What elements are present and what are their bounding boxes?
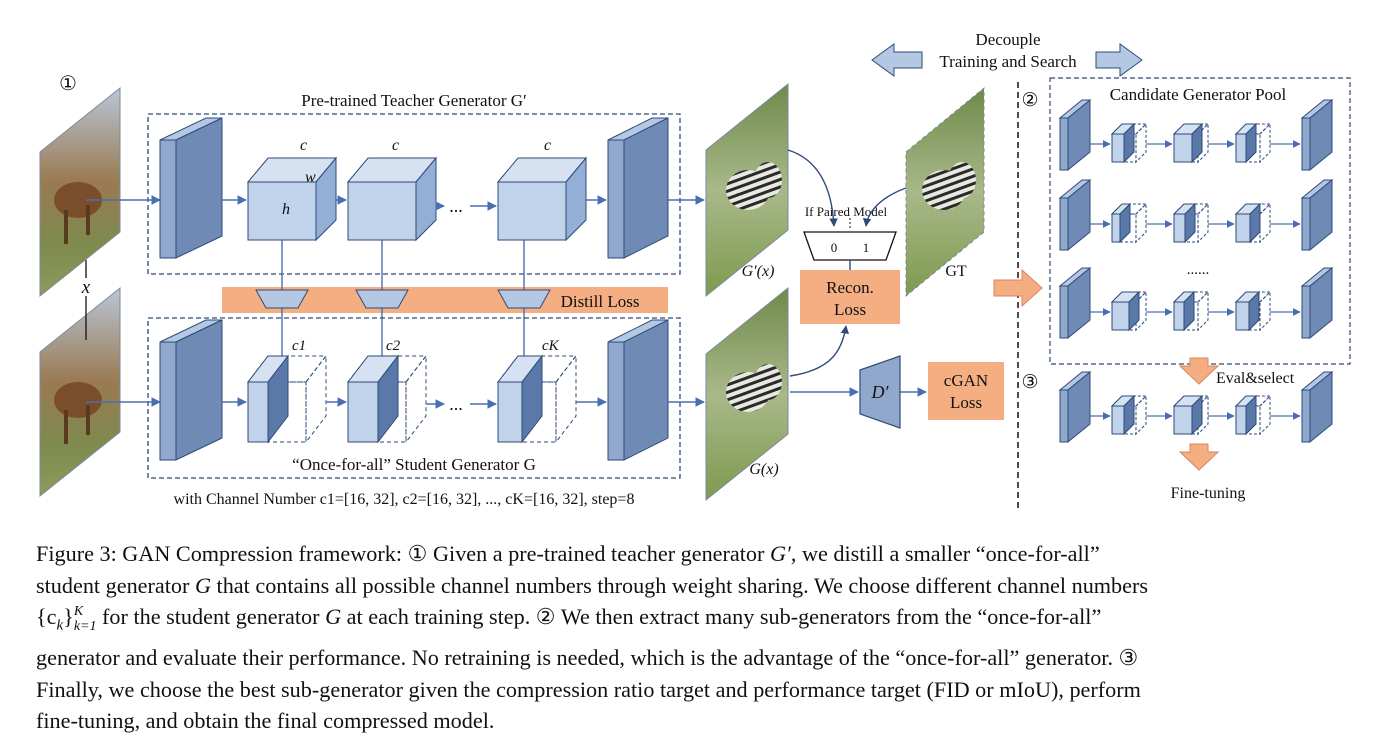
student-feature-cube-2 <box>346 354 428 444</box>
decouple-left-arrow <box>871 43 923 77</box>
student-title: “Once-for-all” Student Generator G <box>292 455 536 474</box>
framework-diagram: ① x Pre-trained Teacher Generator G′ c w… <box>39 30 1351 510</box>
caption-line3-h: at each training step. ② We then extract… <box>341 604 1102 630</box>
label-ck: cK <box>542 338 560 354</box>
to-pool-arrow <box>993 268 1043 308</box>
distill-projector-1 <box>255 289 309 309</box>
distill-projector-2 <box>355 289 409 309</box>
paired-switch <box>803 231 897 261</box>
candidate-generator-row-2 <box>1058 178 1334 252</box>
student-input-block <box>159 319 223 461</box>
selected-sub-generator <box>1058 370 1334 444</box>
fine-tuning-label: Fine-tuning <box>1171 485 1246 502</box>
selected-generator-row <box>1058 370 1334 444</box>
caption-line-1: Figure 3: GAN Compression framework: ① G… <box>36 538 1342 570</box>
discriminator-label: D′ <box>871 382 890 402</box>
caption-line3-c: } <box>63 604 74 630</box>
distill-projector-k <box>497 289 551 309</box>
cgan-loss-line1: cGAN <box>944 371 988 390</box>
teacher-input-block <box>159 117 223 259</box>
student-input-image <box>39 286 121 498</box>
fine-tuning-arrow <box>1178 443 1220 471</box>
caption-line2-a: student generator <box>36 572 195 598</box>
teacher-title: Pre-trained Teacher Generator G′ <box>301 91 526 110</box>
pool-dots: ...... <box>1187 262 1210 278</box>
step1-marker: ① <box>59 73 77 95</box>
label-c-1: c <box>300 137 307 154</box>
decouple-right-arrow <box>1095 43 1143 77</box>
input-x-label: x <box>81 277 91 298</box>
student-ellipsis: ... <box>449 394 463 414</box>
student-feature-cube-k <box>496 354 578 444</box>
gt-label: GT <box>945 263 967 280</box>
teacher-ellipsis: ... <box>449 196 463 216</box>
recon-loss-line2: Loss <box>834 300 866 319</box>
switch-0-label: 0 <box>831 240 838 255</box>
student-output-image <box>705 286 789 502</box>
recon-loss-line1: Recon. <box>826 278 874 297</box>
recon-loss-box <box>800 270 900 324</box>
caption-line3-d: K <box>73 604 84 620</box>
teacher-feature-cube-2 <box>346 156 438 242</box>
student-feature-cube-1 <box>246 354 328 444</box>
discriminator-shape <box>859 355 901 429</box>
teacher-input-image <box>39 86 121 298</box>
student-output-block <box>607 319 669 461</box>
figure-caption: Figure 3: GAN Compression framework: ① G… <box>36 538 1342 737</box>
caption-line-4: generator and evaluate their performance… <box>36 645 1139 671</box>
channel-number-note: with Channel Number c1=[16, 32], c2=[16,… <box>174 491 635 508</box>
label-c-k: c <box>544 137 551 154</box>
caption-line2-c: that contains all possible channel numbe… <box>210 572 1149 598</box>
teacher-output-label: G′(x) <box>742 263 775 280</box>
teacher-feature-cube-1 <box>246 156 338 242</box>
cgan-loss-box <box>928 362 1004 420</box>
caption-line-6: fine-tuning, and obtain the final compre… <box>36 708 495 734</box>
eval-select-arrow <box>1178 357 1220 385</box>
caption-line3-g: G <box>325 604 342 630</box>
caption-line1-a: Figure 3: GAN Compression framework: ① G… <box>36 541 770 566</box>
teacher-output-image <box>705 82 789 298</box>
decouple-line1: Decouple <box>975 30 1040 49</box>
ground-truth-image <box>905 86 985 298</box>
eval-select-label: Eval&select <box>1216 370 1295 387</box>
distill-loss-label: Distill Loss <box>561 292 640 311</box>
candidate-generator-row-3 <box>1058 266 1334 340</box>
caption-line2-b: G <box>194 572 211 598</box>
cgan-loss-line2: Loss <box>950 393 982 412</box>
label-c1: c1 <box>292 338 306 354</box>
caption-line-5: Finally, we choose the best sub-generato… <box>36 676 1141 702</box>
student-generator-box <box>147 317 681 479</box>
switch-1-label: 1 <box>863 240 870 255</box>
caption-line3-b: k <box>56 617 64 634</box>
label-w: w <box>305 169 316 186</box>
decouple-line2: Training and Search <box>939 52 1077 71</box>
caption-line1-c: , we distill a smaller “once-for-all” <box>790 541 1100 566</box>
candidate-pool-title: Candidate Generator Pool <box>1110 85 1287 104</box>
caption-line1-b: G′ <box>769 541 791 566</box>
candidate-pool-rows <box>1058 98 1334 340</box>
caption-line3-a: {c <box>36 604 57 630</box>
label-c-2: c <box>392 137 399 154</box>
step3-marker: ③ <box>1021 372 1038 393</box>
student-output-label: G(x) <box>749 461 778 478</box>
teacher-feature-cube-k <box>496 156 588 242</box>
framework-figure: ① x Pre-trained Teacher Generator G′ c w… <box>39 30 1351 510</box>
step1-marker-text: ① <box>59 73 77 95</box>
caption-line-2: student generator G that contains all po… <box>36 570 1342 602</box>
teacher-output-block <box>607 117 669 259</box>
label-h: h <box>282 201 290 218</box>
caption-line3-e: k=1 <box>73 619 97 635</box>
caption-line3-f: for the student generator <box>96 604 326 630</box>
step2-marker: ② <box>1021 90 1038 111</box>
teacher-generator-box <box>147 113 681 275</box>
if-paired-label: If Paired Model <box>805 204 888 219</box>
label-c2: c2 <box>386 338 401 354</box>
candidate-generator-row-1 <box>1058 98 1334 172</box>
